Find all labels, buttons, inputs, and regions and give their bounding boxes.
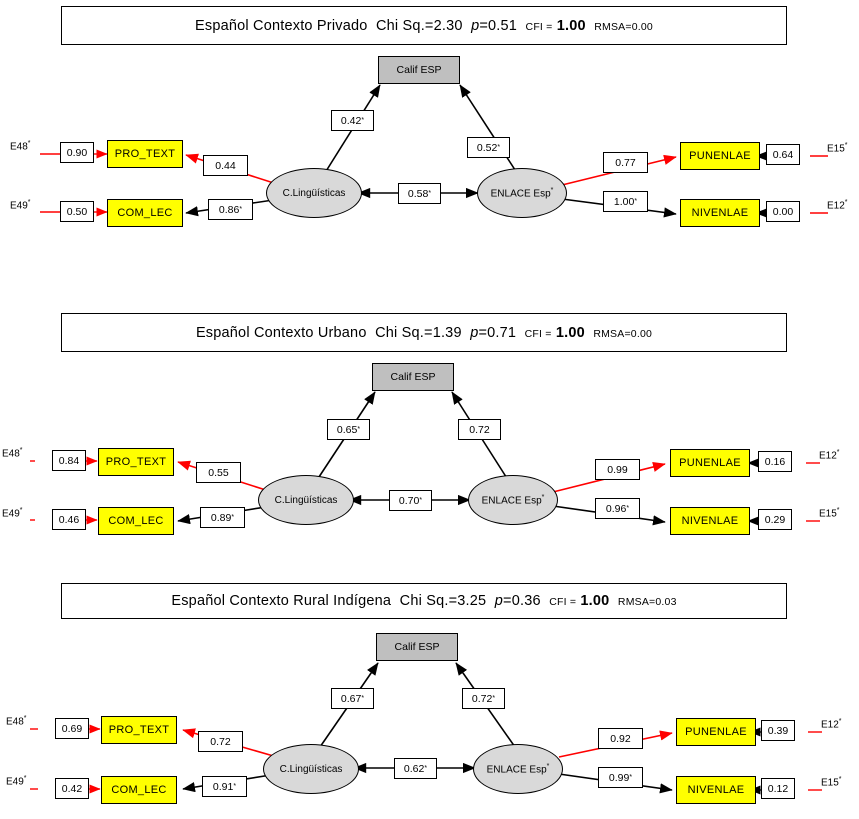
node-label: PUNENLAE — [689, 150, 751, 162]
node-label: PUNENLAE — [685, 726, 747, 738]
node-clinguisticas-rural[interactable]: C.Lingüísticas — [263, 744, 359, 794]
coef-e48-rural: 0.69 — [55, 718, 89, 739]
error-label-e49-privado: E49* — [10, 199, 31, 212]
node-clinguisticas-urbano[interactable]: C.Lingüísticas — [258, 475, 354, 525]
coef-left-to-calif-rural: 0.67* — [331, 688, 374, 709]
coef-right-niv-privado: 1.00* — [603, 191, 648, 212]
coef-left-to-calif-urbano: 0.65* — [327, 419, 370, 440]
node-calif-esp-urbano[interactable]: Calif ESP — [372, 363, 454, 391]
coef-e49-rural: 0.42 — [55, 778, 89, 799]
node-com-lec-rural[interactable]: COM_LEC — [101, 776, 177, 804]
node-enlace-esp-urbano[interactable]: ENLACE Esp* — [468, 475, 558, 525]
node-label: Calif ESP — [394, 641, 440, 653]
coef-left-right-urbano: 0.70* — [389, 490, 432, 511]
node-calif-esp-privado[interactable]: Calif ESP — [378, 56, 460, 84]
node-label: C.Lingüísticas — [282, 187, 346, 199]
node-label: PRO_TEXT — [105, 456, 167, 468]
node-punenlae-privado[interactable]: PUNENLAE — [680, 142, 760, 170]
error-label-e48-urbano: E48* — [2, 447, 23, 460]
coef-e49-privado: 0.50 — [60, 201, 94, 222]
error-label-e49-urbano: E49* — [2, 507, 23, 520]
node-punenlae-rural[interactable]: PUNENLAE — [676, 718, 756, 746]
error-label-e15-privado: E15* — [827, 142, 848, 155]
panel-title-privado: Español Contexto Privado Chi Sq.=2.30 p=… — [195, 17, 653, 34]
coef-left-to-calif-privado: 0.42* — [331, 110, 374, 131]
coef-right-to-calif-privado: 0.52* — [467, 137, 510, 158]
node-nivenlae-privado[interactable]: NIVENLAE — [680, 199, 760, 227]
node-label: C.Lingüísticas — [279, 763, 343, 775]
coef-right-niv-urbano: 0.96* — [595, 498, 640, 519]
node-com-lec-urbano[interactable]: COM_LEC — [98, 507, 174, 535]
node-label: Calif ESP — [396, 64, 442, 76]
node-clinguisticas-privado[interactable]: C.Lingüísticas — [266, 168, 362, 218]
node-label: PRO_TEXT — [114, 148, 176, 160]
node-com-lec-privado[interactable]: COM_LEC — [107, 199, 183, 227]
node-pro-text-rural[interactable]: PRO_TEXT — [101, 716, 177, 744]
node-enlace-esp-privado[interactable]: ENLACE Esp* — [477, 168, 567, 218]
node-label: ENLACE Esp* — [481, 493, 545, 507]
coef-right-pun-urbano: 0.99 — [595, 459, 640, 480]
panel-title-box-urbano: Español Contexto Urbano Chi Sq.=1.39 p=0… — [61, 313, 787, 352]
coef-e48-privado: 0.90 — [60, 142, 94, 163]
node-label: NIVENLAE — [681, 515, 739, 527]
node-label: ENLACE Esp* — [490, 186, 554, 200]
error-label-e49-rural: E49* — [6, 775, 27, 788]
coef-e15-urbano: 0.29 — [758, 509, 792, 530]
node-label: Calif ESP — [390, 371, 436, 383]
coef-left-pro-rural: 0.72 — [198, 731, 243, 752]
coef-e12-privado: 0.00 — [766, 201, 800, 222]
panel-title-urbano: Español Contexto Urbano Chi Sq.=1.39 p=0… — [195, 324, 653, 341]
node-label: ENLACE Esp* — [486, 762, 550, 776]
error-label-e48-privado: E48* — [10, 140, 31, 153]
coef-left-pro-privado: 0.44 — [203, 155, 248, 176]
node-label: PUNENLAE — [679, 457, 741, 469]
node-nivenlae-rural[interactable]: NIVENLAE — [676, 776, 756, 804]
coef-right-to-calif-urbano: 0.72 — [458, 419, 501, 440]
node-label: COM_LEC — [108, 515, 164, 527]
node-calif-esp-rural[interactable]: Calif ESP — [376, 633, 458, 661]
error-label-e12-rural: E12* — [821, 718, 842, 731]
coef-left-right-rural: 0.62* — [394, 758, 437, 779]
panel-title-box-privado: Español Contexto Privado Chi Sq.=2.30 p=… — [61, 6, 787, 45]
node-label: COM_LEC — [117, 207, 173, 219]
node-enlace-esp-rural[interactable]: ENLACE Esp* — [473, 744, 563, 794]
node-pro-text-urbano[interactable]: PRO_TEXT — [98, 448, 174, 476]
error-label-e12-urbano: E12* — [819, 449, 840, 462]
error-label-e15-urbano: E15* — [819, 507, 840, 520]
panel-title-box-rural: Español Contexto Rural Indígena Chi Sq.=… — [61, 583, 787, 619]
error-label-e12-privado: E12* — [827, 199, 848, 212]
coef-e48-urbano: 0.84 — [52, 450, 86, 471]
coef-right-pun-privado: 0.77 — [603, 152, 648, 173]
error-label-e15-rural: E15* — [821, 776, 842, 789]
coef-left-com-privado: 0.86* — [208, 199, 253, 220]
coef-left-right-privado: 0.58* — [398, 183, 441, 204]
coef-e15-privado: 0.64 — [766, 144, 800, 165]
panel-title-rural: Español Contexto Rural Indígena Chi Sq.=… — [171, 593, 677, 609]
node-label: NIVENLAE — [691, 207, 749, 219]
node-label: NIVENLAE — [687, 784, 745, 796]
node-label: COM_LEC — [111, 784, 167, 796]
coef-right-to-calif-rural: 0.72* — [462, 688, 505, 709]
node-label: C.Lingüísticas — [274, 494, 338, 506]
error-label-e48-rural: E48* — [6, 715, 27, 728]
coef-e12-rural: 0.39 — [761, 720, 795, 741]
coef-e15-rural: 0.12 — [761, 778, 795, 799]
node-pro-text-privado[interactable]: PRO_TEXT — [107, 140, 183, 168]
coef-e12-urbano: 0.16 — [758, 451, 792, 472]
coef-left-com-urbano: 0.89* — [200, 507, 245, 528]
node-label: PRO_TEXT — [108, 724, 170, 736]
coef-e49-urbano: 0.46 — [52, 509, 86, 530]
coef-right-pun-rural: 0.92 — [598, 728, 643, 749]
node-punenlae-urbano[interactable]: PUNENLAE — [670, 449, 750, 477]
node-nivenlae-urbano[interactable]: NIVENLAE — [670, 507, 750, 535]
coef-left-pro-urbano: 0.55 — [196, 462, 241, 483]
coef-left-com-rural: 0.91* — [202, 776, 247, 797]
coef-right-niv-rural: 0.99* — [598, 767, 643, 788]
